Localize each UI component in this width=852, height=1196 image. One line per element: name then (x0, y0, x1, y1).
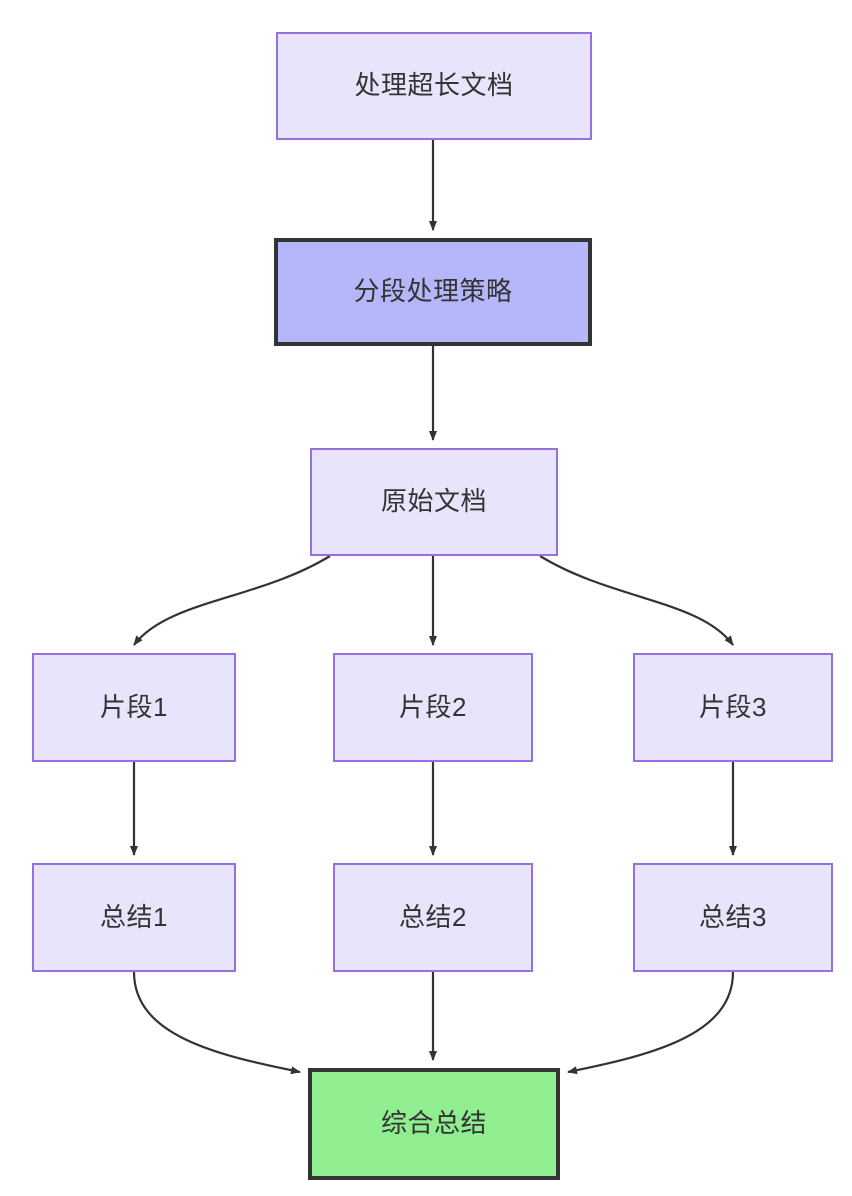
node-label: 片段1 (100, 691, 168, 722)
node-label: 片段2 (399, 691, 467, 722)
node-process-long-document[interactable]: 处理超长文档 (276, 32, 592, 140)
node-label: 综合总结 (380, 1108, 487, 1139)
edge-n7-to-n10 (132, 971, 301, 1075)
node-chunking-strategy[interactable]: 分段处理策略 (274, 238, 592, 346)
edge-n3-to-n4 (133, 555, 331, 646)
node-label: 分段处理策略 (353, 276, 513, 307)
node-label: 总结3 (699, 901, 767, 932)
node-summary-3[interactable]: 总结3 (633, 863, 833, 972)
node-original-document[interactable]: 原始文档 (310, 448, 558, 556)
edge-n9-to-n10 (567, 971, 735, 1075)
edge-n3-to-n6 (539, 555, 734, 646)
node-comprehensive-summary[interactable]: 综合总结 (308, 1068, 560, 1180)
node-label: 处理超长文档 (354, 70, 514, 101)
node-summary-1[interactable]: 总结1 (32, 863, 236, 972)
node-label: 原始文档 (380, 486, 487, 517)
node-fragment-1[interactable]: 片段1 (32, 653, 236, 762)
node-fragment-3[interactable]: 片段3 (633, 653, 833, 762)
node-label: 片段3 (699, 691, 767, 722)
node-label: 总结2 (399, 901, 467, 932)
node-fragment-2[interactable]: 片段2 (333, 653, 533, 762)
node-label: 总结1 (100, 901, 168, 932)
node-summary-2[interactable]: 总结2 (333, 863, 533, 972)
